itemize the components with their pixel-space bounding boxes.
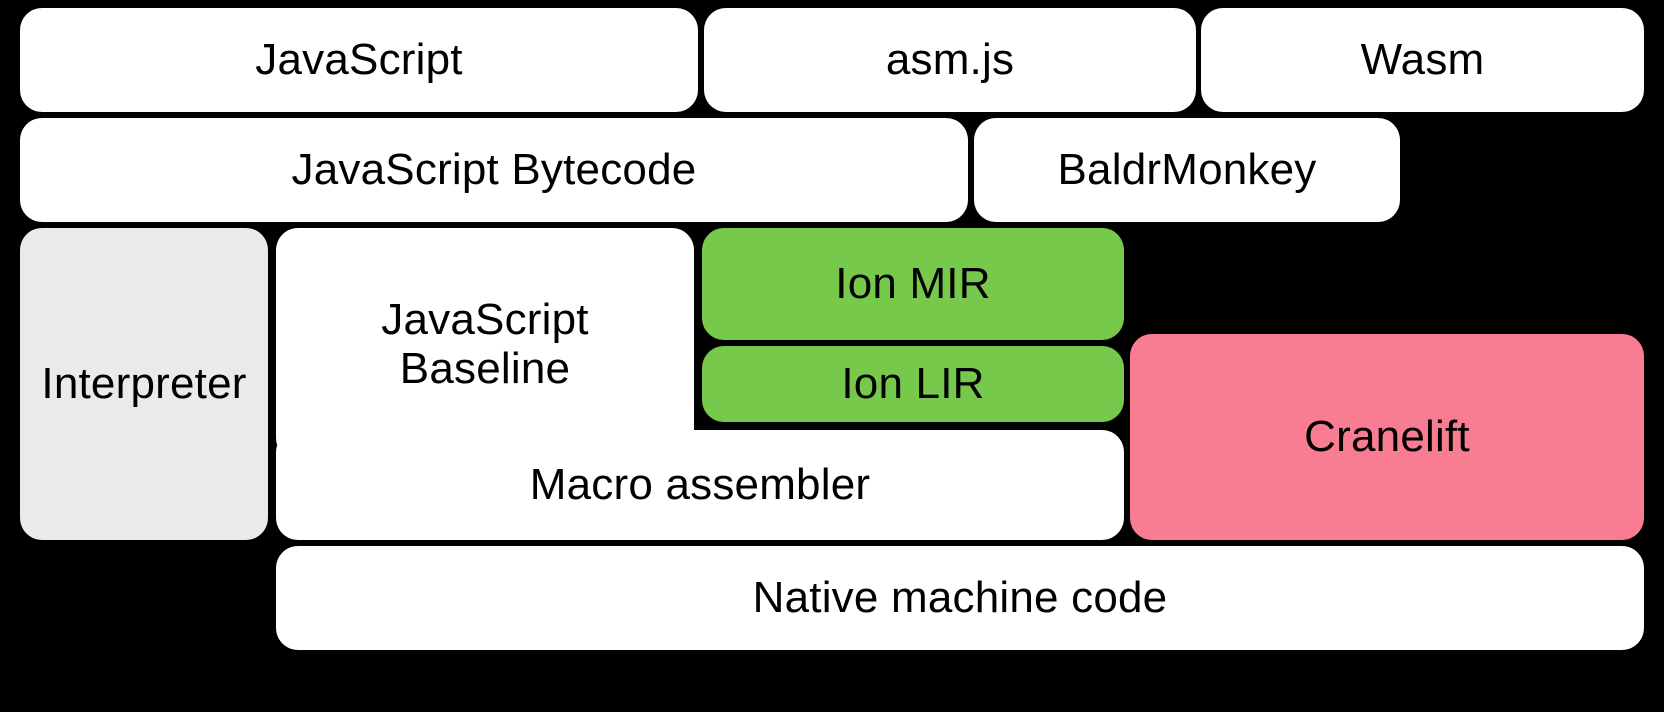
node-ion-mir[interactable]: Ion MIR [702,228,1124,340]
node-javascript[interactable]: JavaScript [20,8,698,112]
node-javascript-bytecode[interactable]: JavaScript Bytecode [20,118,968,222]
node-baldrmonkey[interactable]: BaldrMonkey [974,118,1400,222]
node-native-machine-code[interactable]: Native machine code [276,546,1644,650]
node-asmjs[interactable]: asm.js [704,8,1196,112]
node-wasm[interactable]: Wasm [1201,8,1644,112]
node-interpreter[interactable]: Interpreter [20,228,268,540]
node-cranelift[interactable]: Cranelift [1130,334,1644,540]
node-ion-lir[interactable]: Ion LIR [702,346,1124,422]
node-javascript-baseline[interactable]: JavaScript Baseline [276,228,694,460]
node-macro-assembler[interactable]: Macro assembler [276,430,1124,540]
